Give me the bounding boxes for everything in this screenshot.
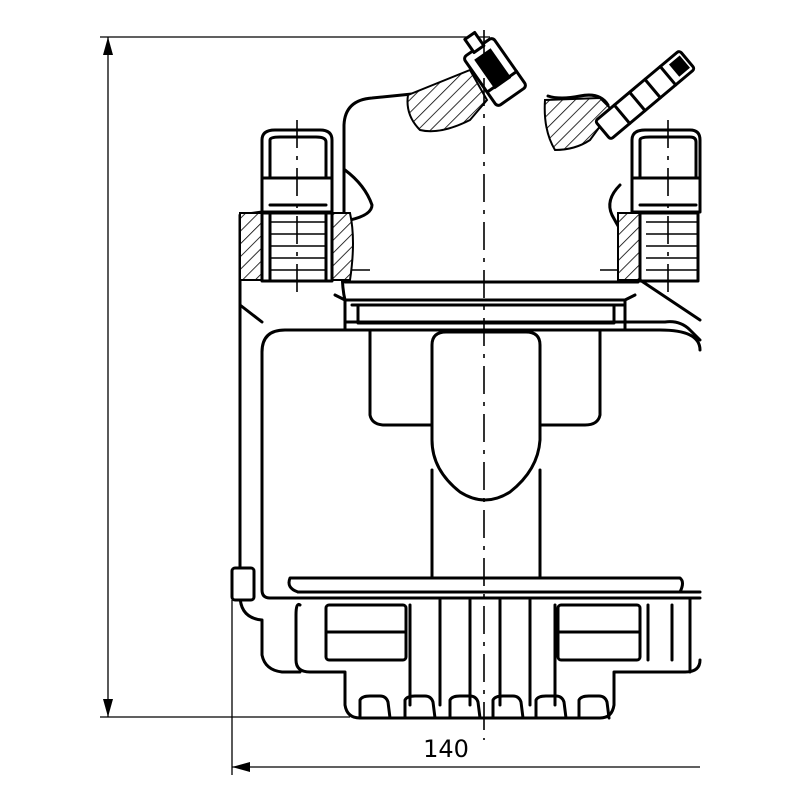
centerlines — [239, 30, 669, 740]
width-dimension-label: 140 — [423, 735, 469, 763]
brake-pad — [287, 576, 702, 594]
right-guide-bolt — [630, 128, 702, 322]
cylinder-housing — [333, 92, 640, 332]
caliper-housing — [230, 210, 702, 674]
piston-assembly — [368, 328, 602, 580]
mounting-bracket — [294, 596, 702, 720]
brake-line-fitting — [594, 50, 696, 140]
dimension-lines — [100, 36, 700, 775]
bleed-screw — [463, 31, 527, 107]
section-hatching — [239, 68, 641, 281]
